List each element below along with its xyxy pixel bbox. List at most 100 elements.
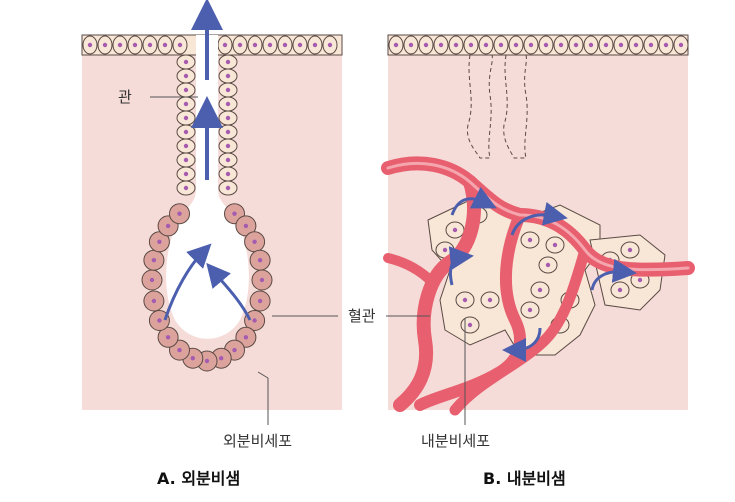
cell-nucleus — [162, 42, 168, 48]
cell-nucleus — [393, 42, 399, 48]
cell-nucleus — [252, 318, 257, 323]
cell-nucleus — [225, 115, 231, 121]
cell-nucleus — [183, 115, 189, 121]
cell-nucleus — [637, 277, 643, 283]
cell-nucleus — [513, 42, 519, 48]
cell-nucleus — [498, 42, 504, 48]
cell-nucleus — [149, 277, 155, 283]
cell-nucleus — [618, 42, 624, 48]
cell-nucleus — [312, 42, 318, 48]
cell-nucleus — [225, 101, 231, 107]
exocrine-cell-label: 외분비세포 — [223, 432, 292, 450]
cell-nucleus — [237, 42, 243, 48]
cell-nucleus — [468, 42, 474, 48]
cell-nucleus — [267, 42, 273, 48]
cell-nucleus — [252, 239, 257, 244]
cell-nucleus — [552, 242, 558, 248]
panel-a-surface-cells — [82, 35, 338, 55]
cell-nucleus — [232, 211, 237, 216]
cell-nucleus — [219, 356, 224, 361]
cell-nucleus — [132, 42, 138, 48]
cell-nucleus — [452, 227, 458, 233]
cell-nucleus — [527, 237, 533, 243]
cell-nucleus — [483, 42, 489, 48]
secretion-curved-arrow-icon — [448, 246, 474, 286]
secretion-curved-arrow-icon — [590, 258, 637, 291]
panel-a-exocrine-gland: 관 외분비세포 A. 외분비샘 — [81, 0, 343, 488]
cell-nucleus — [190, 356, 195, 361]
cell-nucleus — [225, 143, 231, 149]
cell-nucleus — [222, 42, 228, 48]
exocrine-cell-leader-line — [257, 371, 269, 379]
cell-nucleus — [545, 262, 551, 268]
secretion-curved-arrow-icon — [163, 243, 212, 321]
cell-nucleus — [633, 42, 639, 48]
cell-nucleus — [462, 297, 468, 303]
duct-label: 관 — [118, 88, 132, 106]
panel-b-caption: B. 내분비샘 — [483, 469, 566, 488]
cell-nucleus — [225, 171, 231, 177]
secretion-curved-arrow-icon — [510, 201, 568, 236]
cell-nucleus — [282, 42, 288, 48]
cell-nucleus — [259, 277, 265, 283]
cell-nucleus — [423, 42, 429, 48]
cell-nucleus — [232, 347, 237, 353]
cell-nucleus — [151, 298, 157, 304]
cell-nucleus — [183, 171, 189, 177]
cell-nucleus — [225, 73, 231, 79]
cell-nucleus — [183, 185, 189, 191]
exocrine-secretory-cells — [141, 203, 273, 372]
cell-nucleus — [183, 73, 189, 79]
cell-nucleus — [151, 258, 157, 263]
cell-nucleus — [438, 42, 444, 48]
cell-nucleus — [663, 42, 669, 48]
cell-nucleus — [183, 143, 189, 149]
cell-nucleus — [87, 42, 93, 48]
cell-nucleus — [225, 157, 231, 163]
cell-nucleus — [157, 239, 162, 244]
secretion-curved-arrow-icon — [206, 262, 252, 321]
panel-b-endocrine-gland: 내분비세포 B. 내분비샘 — [381, 34, 695, 488]
cell-nucleus — [165, 335, 171, 340]
cell-nucleus — [617, 287, 623, 293]
cell-nucleus — [573, 42, 579, 48]
cell-nucleus — [648, 42, 654, 48]
cell-nucleus — [177, 347, 182, 353]
cell-nucleus — [165, 223, 171, 229]
cell-nucleus — [627, 247, 633, 253]
cell-nucleus — [487, 297, 493, 303]
panel-a-caption: A. 외분비샘 — [157, 469, 240, 488]
cell-nucleus — [183, 129, 189, 135]
cell-nucleus — [183, 59, 189, 65]
blood-vessel-label: 혈관 — [348, 307, 376, 325]
cell-nucleus — [678, 42, 684, 48]
cell-nucleus — [243, 335, 249, 340]
cell-nucleus — [537, 287, 543, 293]
cell-nucleus — [225, 87, 231, 93]
cell-nucleus — [183, 101, 189, 107]
cell-nucleus — [588, 42, 594, 48]
cell-nucleus — [157, 318, 162, 323]
cell-nucleus — [327, 42, 333, 48]
cell-nucleus — [102, 42, 108, 48]
cell-nucleus — [252, 42, 258, 48]
cell-nucleus — [243, 223, 249, 229]
cell-nucleus — [225, 59, 231, 65]
cell-nucleus — [442, 247, 448, 253]
cell-nucleus — [467, 322, 473, 328]
cell-nucleus — [408, 42, 414, 48]
cell-nucleus — [225, 129, 231, 135]
cell-nucleus — [257, 258, 263, 263]
cell-nucleus — [117, 42, 123, 48]
secretion-curved-arrow-icon — [502, 327, 542, 362]
cell-nucleus — [204, 358, 210, 364]
cell-nucleus — [177, 42, 183, 48]
cell-nucleus — [147, 42, 153, 48]
former-duct-remnant — [466, 54, 528, 159]
cell-nucleus — [528, 42, 534, 48]
cell-nucleus — [603, 42, 609, 48]
panel-b-surface-cells — [388, 35, 689, 55]
cell-nucleus — [558, 42, 564, 48]
cell-nucleus — [183, 87, 189, 93]
